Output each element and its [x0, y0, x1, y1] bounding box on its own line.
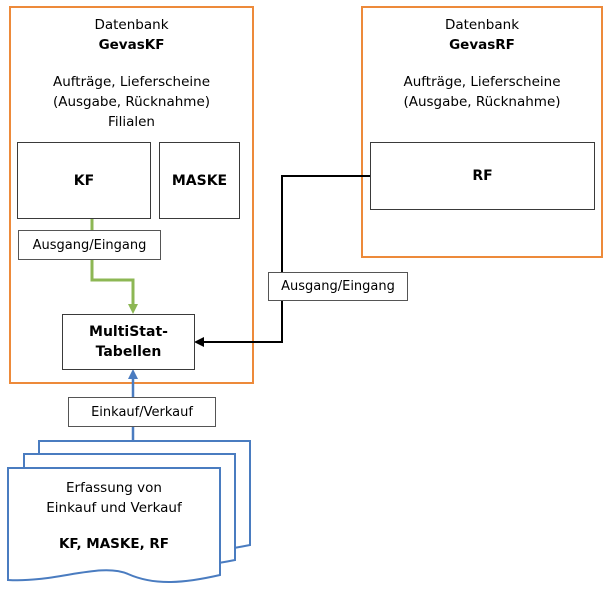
- database-gevaskf-desc2: (Ausgabe, Rücknahme): [52, 94, 211, 110]
- database-gevasrf-desc2: (Ausgabe, Rücknahme): [403, 94, 561, 110]
- ausgang-eingang-rf-text: Ausgang/Eingang: [281, 279, 395, 294]
- ausgang-eingang-rf-label: Ausgang/Eingang: [268, 272, 408, 301]
- database-gevaskf-name: GevasKF: [98, 37, 165, 53]
- database-gevaskf-label: Datenbank: [94, 17, 169, 33]
- database-gevaskf-desc3: Filialen: [108, 114, 155, 130]
- arrow-rf-to-multistat: [194, 175, 370, 347]
- ausgang-eingang-kf-label: Ausgang/Eingang: [18, 230, 161, 260]
- document-line2: Einkauf und Verkauf: [46, 500, 182, 516]
- database-gevasrf-label: Datenbank: [444, 17, 520, 33]
- document-front-sheet: [7, 467, 221, 583]
- database-gevaskf-desc1: Aufträge, Lieferscheine: [53, 74, 210, 90]
- database-gevasrf-header: Datenbank GevasRF Aufträge, Lieferschein…: [361, 15, 603, 112]
- database-gevaskf-header: Datenbank GevasKF Aufträge, Lieferschein…: [9, 15, 254, 132]
- document-line1: Erfassung von: [66, 480, 162, 496]
- multistat-tabellen-box: MultiStat- Tabellen: [62, 314, 195, 370]
- kf-box: KF: [17, 142, 151, 219]
- einkauf-verkauf-text: Einkauf/Verkauf: [91, 404, 193, 420]
- document-text: Erfassung von Einkauf und Verkauf KF, MA…: [8, 478, 220, 554]
- rf-box-label: RF: [472, 168, 493, 184]
- database-gevasrf-container: [361, 6, 603, 258]
- ausgang-eingang-kf-text: Ausgang/Eingang: [32, 237, 147, 253]
- maske-box: MASKE: [159, 142, 240, 219]
- multistat-line2: Tabellen: [95, 344, 162, 360]
- database-gevasrf-name: GevasRF: [449, 37, 515, 53]
- multistat-line1: MultiStat-: [89, 324, 168, 340]
- database-gevasrf-desc1: Aufträge, Lieferscheine: [403, 74, 561, 90]
- kf-box-label: KF: [73, 172, 95, 189]
- document-line3: KF, MASKE, RF: [58, 536, 170, 552]
- einkauf-verkauf-label: Einkauf/Verkauf: [68, 397, 216, 427]
- rf-box: RF: [370, 142, 595, 210]
- maske-box-label: MASKE: [171, 172, 228, 189]
